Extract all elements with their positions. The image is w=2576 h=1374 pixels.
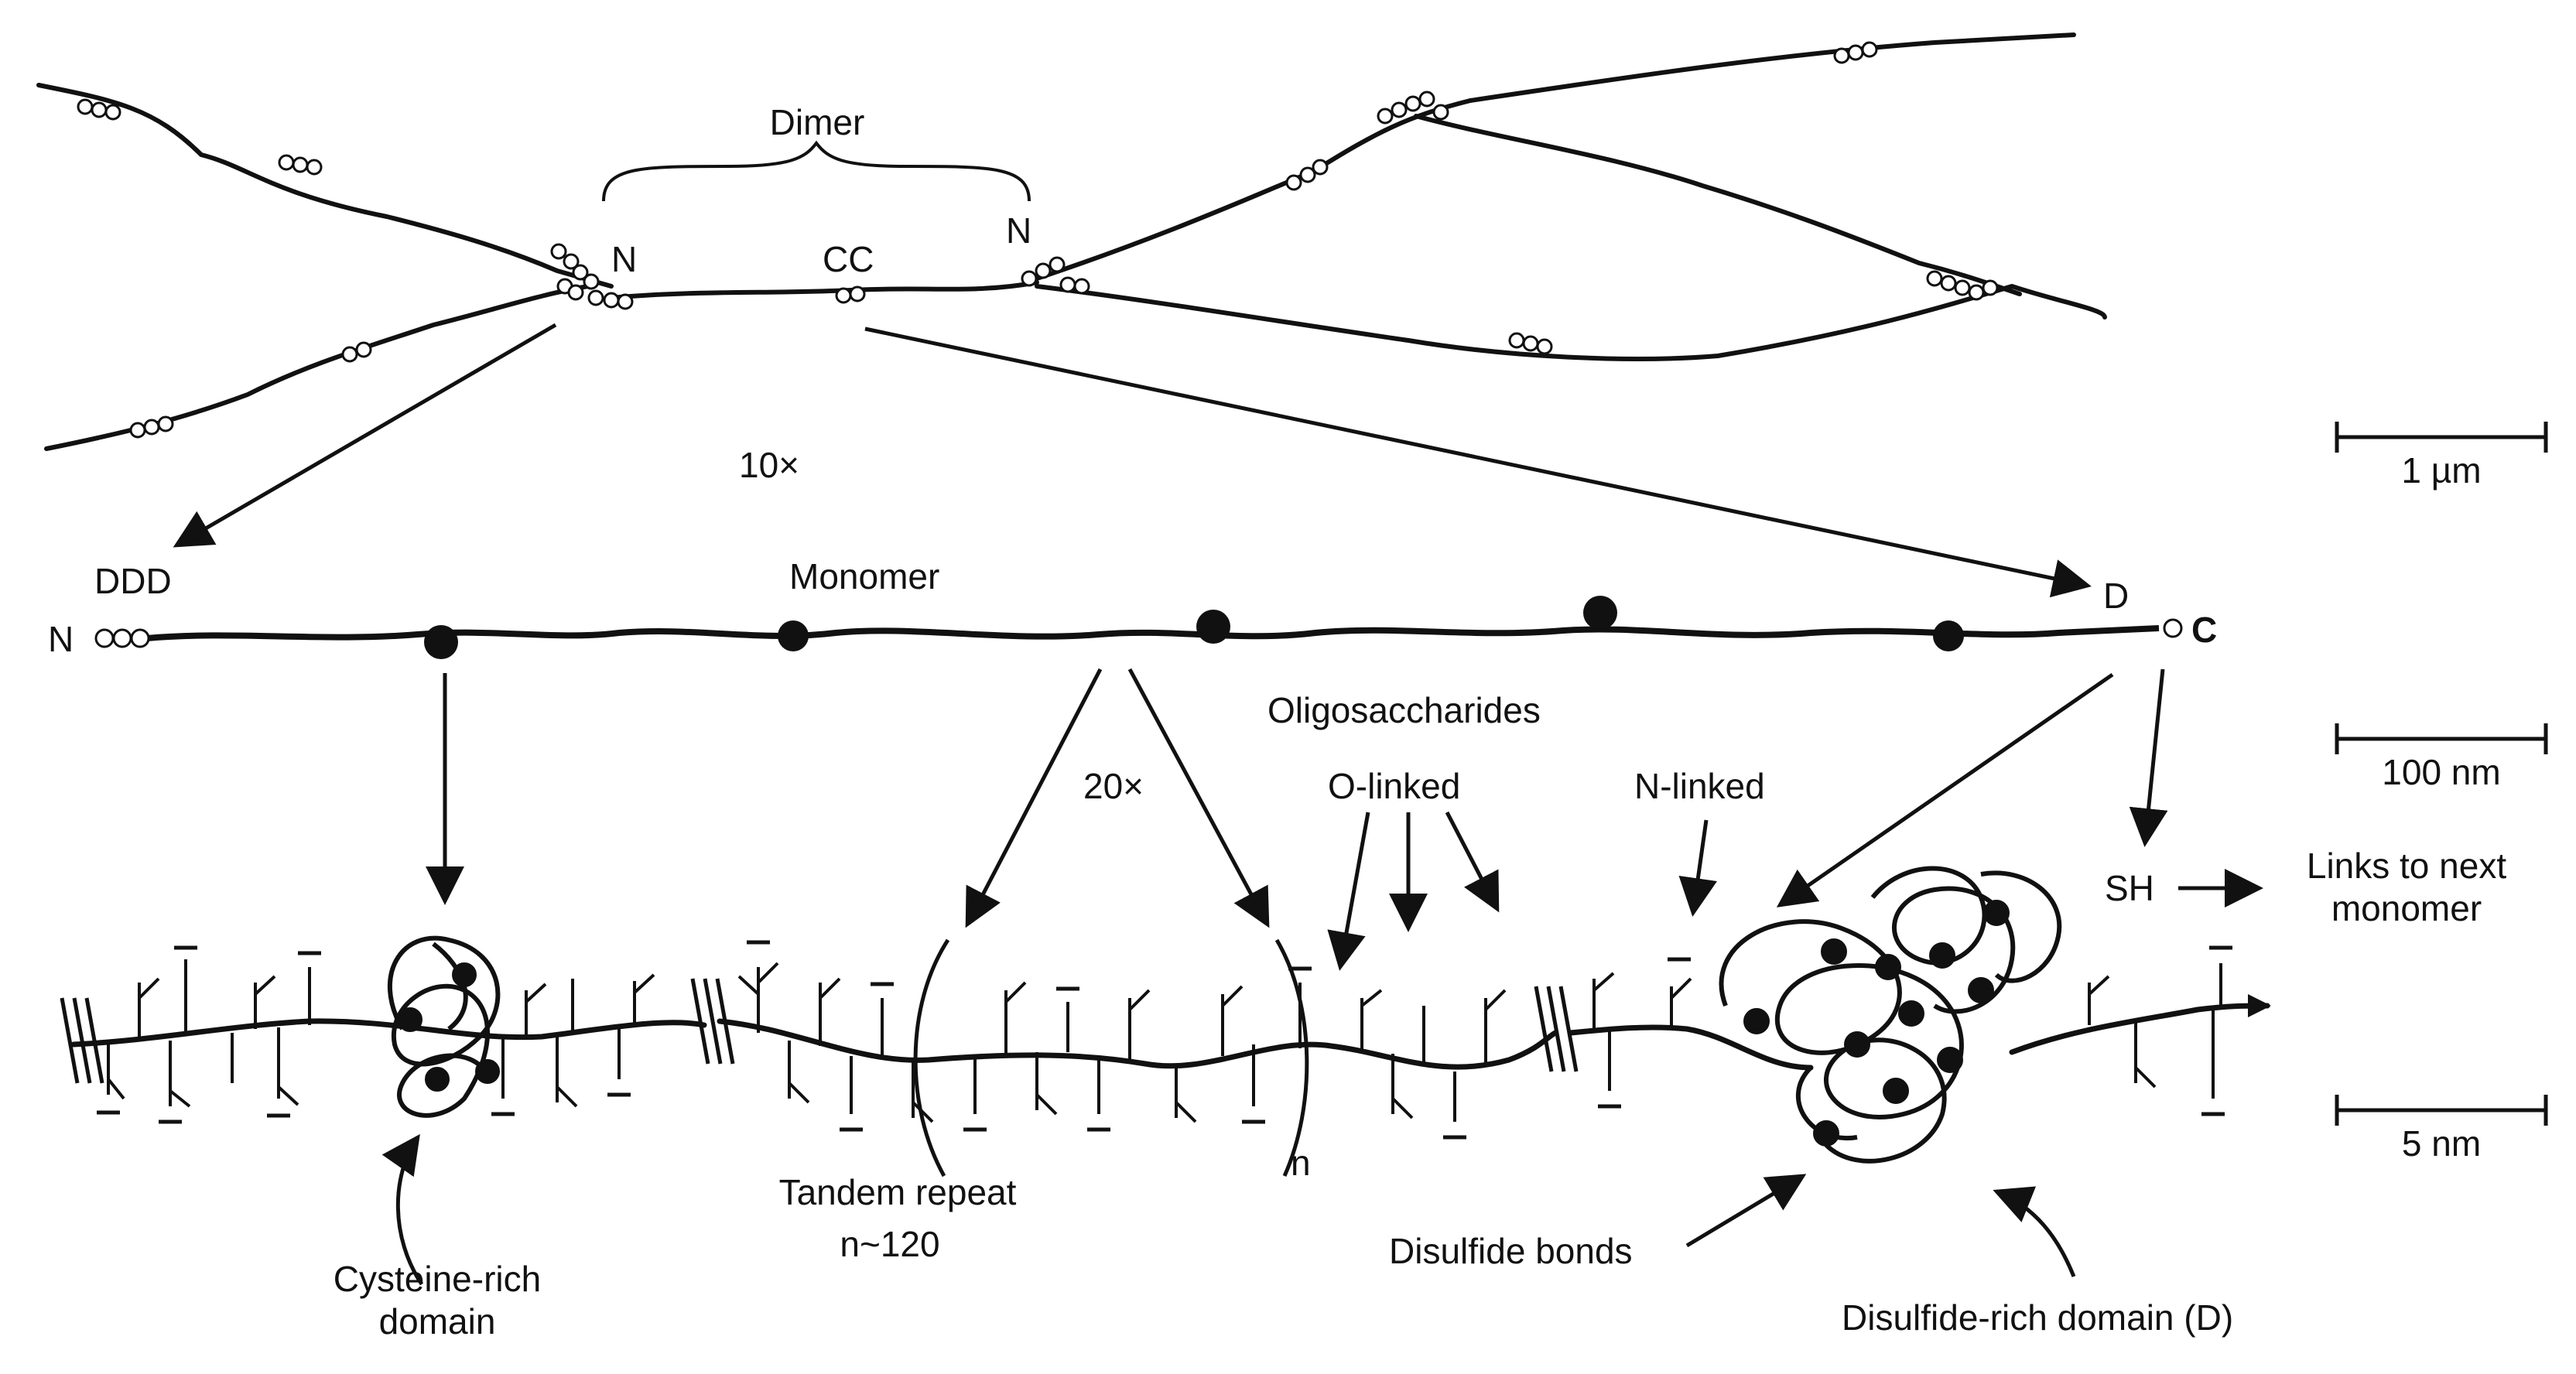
disulfide-rich-domain	[1719, 866, 2062, 1164]
magnification-10x-label: 10×	[739, 445, 800, 485]
o-linked-label: O-linked	[1328, 766, 1461, 806]
ddd-label: DDD	[94, 561, 172, 601]
scale-bar-5nm-label: 5 nm	[2401, 1123, 2482, 1164]
disulfide-bonds-label: Disulfide bonds	[1389, 1231, 1633, 1271]
oligomer-strands	[36, 32, 2107, 451]
scale-bars	[2335, 422, 2548, 1126]
strand-upper-right	[1035, 32, 2076, 281]
break-marks	[60, 978, 1579, 1084]
oligosaccharide-chains	[138, 959, 2222, 1064]
strand-lower-right	[1035, 284, 2107, 361]
magnification-20x-label: 20×	[1083, 766, 1144, 806]
scale-bar-1um-label: 1 µm	[2401, 450, 2482, 490]
strand-lower-left	[44, 284, 590, 451]
disulfide-rich-domain-label: Disulfide-rich domain (D)	[1842, 1297, 2234, 1338]
arrow-to-d	[864, 326, 2092, 598]
oligosaccharides-label: Oligosaccharides	[1267, 690, 1541, 730]
monomer-label: Monomer	[789, 556, 940, 596]
n-terminus-monomer-label: N	[48, 619, 74, 659]
scale-bar-100nm-label: 100 nm	[2382, 752, 2501, 792]
monomer-strand	[94, 596, 2183, 659]
repeat-count-n-label: n	[1291, 1143, 1311, 1183]
strand-dimer-core	[609, 280, 1039, 300]
monomer-arrows	[426, 668, 2263, 971]
strand-middle-right	[1414, 114, 2022, 296]
repeat-number-label: n~120	[840, 1224, 940, 1264]
pointer-arrows	[381, 1133, 2076, 1286]
backbone-end-arrow	[2248, 994, 2271, 1017]
tandem-repeat-brackets	[913, 938, 1309, 1177]
cysteine-rich-domain	[387, 935, 501, 1118]
n-terminus-right-label: N	[1006, 210, 1032, 251]
strand-beads	[77, 41, 1999, 439]
sh-group-label: SH	[2105, 868, 2154, 908]
cysteine-rich-domain-label: Cysteine-rich domain	[333, 1259, 542, 1342]
strand-upper-left	[36, 83, 614, 289]
d-domain-label: D	[2103, 576, 2130, 616]
n-terminus-left-label: N	[611, 239, 638, 279]
dimer-label: Dimer	[769, 102, 865, 142]
arrow-to-ddd	[173, 323, 557, 548]
links-to-next-monomer-label: Links to next monomer	[2306, 846, 2507, 929]
cc-label: CC	[823, 239, 874, 279]
n-linked-label: N-linked	[1634, 766, 1765, 806]
c-terminus-label: C	[2191, 610, 2218, 650]
tandem-repeat-label: Tandem repeat	[778, 1172, 1017, 1212]
dimer-brace	[602, 140, 1031, 202]
charge-marks	[97, 940, 2232, 1140]
